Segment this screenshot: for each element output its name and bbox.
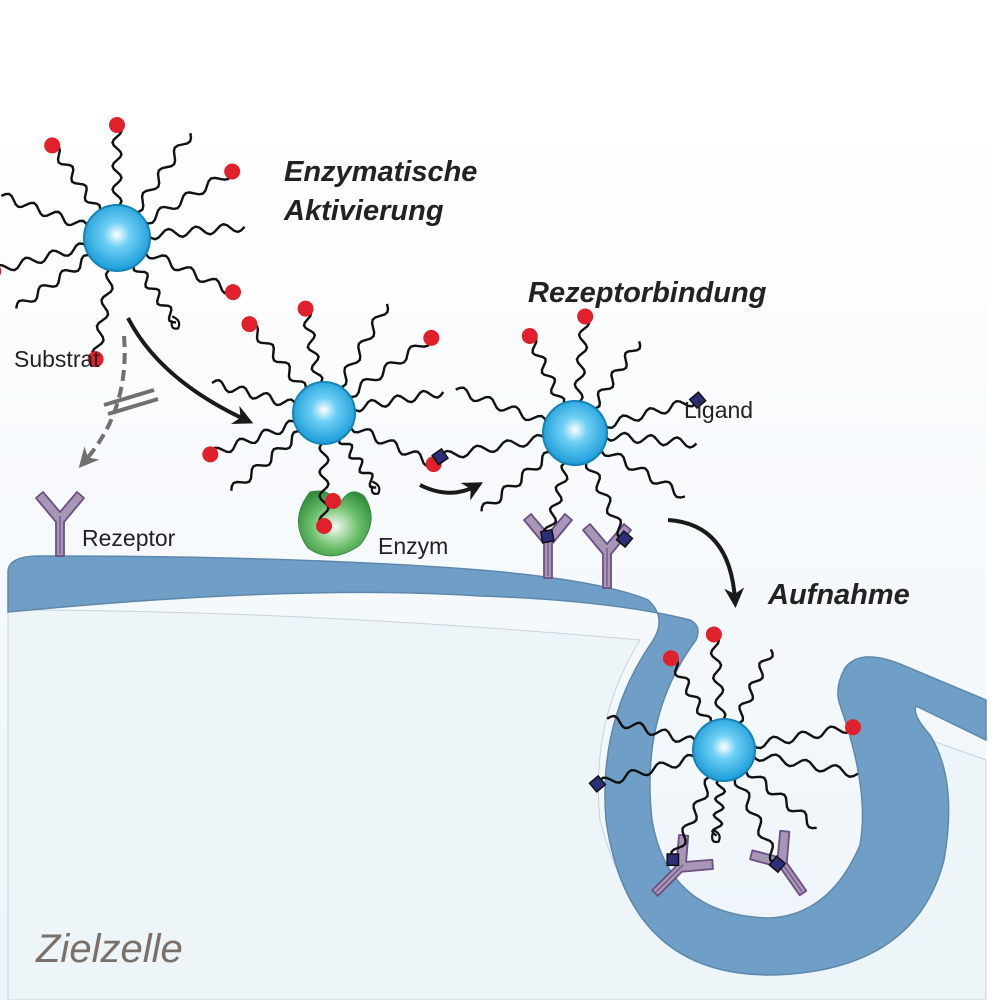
substrate-cap [0,266,2,276]
substrate-cap [663,650,679,667]
receptor-stem-line [655,864,684,893]
polymer-chain [147,222,246,241]
internalized-particle [588,626,862,874]
polymer-chain [318,441,330,527]
receptor-bound-particle [431,308,707,549]
polymer-chain [733,775,778,866]
polymer-chain [670,657,713,726]
polymer-chain [584,459,625,541]
label-enzymatic-activation-1: Enzymatische [284,156,477,188]
substrate-cap [225,284,242,301]
substrate-cap [577,308,594,325]
label-target-cell: Zielzelle [35,927,183,971]
polymer-chain [606,714,698,744]
nanoparticle-core [292,381,356,445]
cleaved-chain-end [370,480,381,495]
label-receptor-binding: Rezeptorbindung [528,277,767,309]
ligand-marker [688,391,707,410]
substrate-cap [224,163,241,180]
label-ligand: Ligand [684,397,753,423]
arrow-binding-to-uptake [667,518,745,608]
polymer-chain [249,322,308,391]
polymer-chain [52,144,102,213]
nanoparticle-core [83,204,151,272]
substrate-particle [0,117,246,368]
polymer-chain [751,725,854,750]
polymer-chain [603,431,698,449]
polymer-chain [603,399,699,430]
nanoparticle-core [542,400,608,466]
polymer-chain [211,378,298,407]
polymer-chain [543,460,569,538]
substrate-cap [87,351,104,368]
substrate-cap [44,137,61,154]
substrate-cap [423,329,440,346]
polymer-chain [230,430,302,491]
polymer-chain [710,777,727,837]
polymer-chain [599,447,686,499]
receptor [651,834,714,897]
enzyme-bound-particle [202,300,445,534]
nanoparticles [0,117,862,874]
polymer-chain [134,132,193,214]
polymer-chain [15,253,92,309]
polymer-chain [439,433,547,459]
polymer-chain [91,267,114,360]
polymer-chain [347,337,433,399]
polymer-chain [573,315,591,405]
polymer-chain [132,263,177,324]
ligand-marker [768,855,787,874]
polymer-chain [455,386,548,424]
ligand-marker [666,853,680,867]
polymer-chain [338,303,390,390]
nanoparticle-core [692,718,756,782]
substrate-cap [202,446,219,463]
arrow-blocked-to-receptor [78,335,127,468]
ligand-marker [431,447,450,466]
substrate-cap [241,316,258,333]
substrate-cap-in-enzyme [325,493,341,509]
label-enzymatic-activation-2: Aktivierung [283,195,444,227]
receptor [523,513,573,579]
label-receptor: Rezeptor [82,525,176,551]
polymer-chain [351,389,445,413]
ligand-marker [588,774,607,793]
cleaved-chain-end [711,828,721,844]
ligand-marker [615,530,634,549]
polymer-chain [709,633,727,722]
polymer-chain [592,341,642,410]
substrate-cap [705,626,722,643]
label-uptake: Aufnahme [767,579,910,611]
polymer-chain [0,242,88,272]
blocked-symbol [103,388,159,416]
arrow-substrate-to-enzyme [126,317,254,425]
arrow-enzyme-to-binding [419,482,484,501]
polymer-chain [0,192,89,228]
receptor [35,491,85,557]
substrate-cap [521,328,538,345]
label-substrate: Substrat [14,346,100,372]
substrate-cap [297,300,314,317]
polymer-chain [209,419,298,455]
polymer-chain [349,424,435,467]
substrate-cap [845,719,862,736]
substrate-cap [316,518,332,534]
cleaved-chain-end [170,315,181,330]
polymer-chain [751,753,859,778]
polymer-chain [143,171,234,225]
ligand-marker [539,528,555,544]
cell-membrane-shape [7,555,987,976]
polymer-chain [735,648,774,725]
polymer-chain [302,307,324,386]
polymer-chain [480,450,553,512]
polymer-chain [111,124,123,208]
polymer-chain [596,753,697,785]
polymer-chain [529,334,566,407]
substrate-cap [109,117,125,133]
polymer-chain [143,250,234,295]
polymer-chain [338,436,377,489]
polymer-chain [670,775,713,861]
label-enzyme: Enzym [378,533,448,559]
polymer-chain [745,768,817,830]
